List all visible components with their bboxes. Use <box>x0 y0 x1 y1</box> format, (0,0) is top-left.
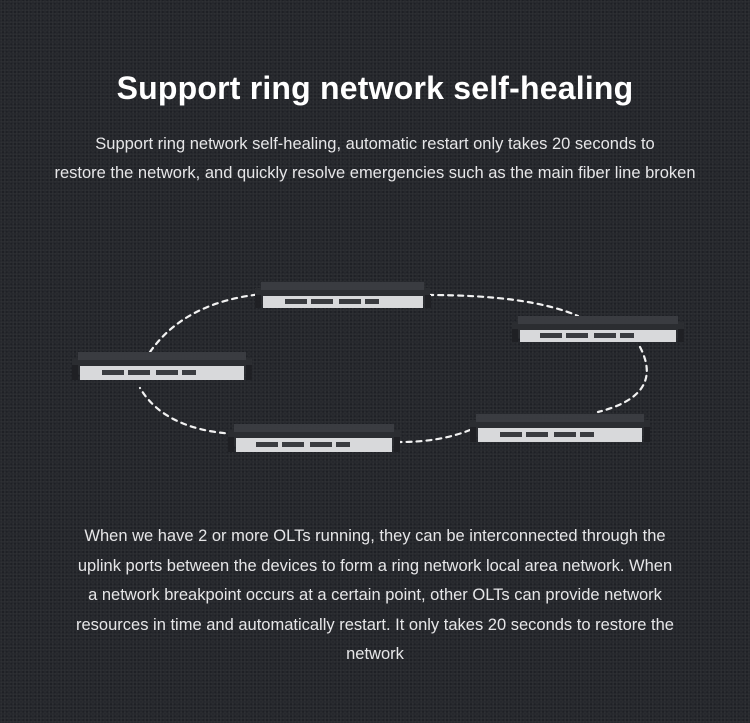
link-top-right <box>426 293 580 318</box>
ring-links <box>138 292 648 444</box>
link-left-top <box>148 292 264 354</box>
intro-line-1: Support ring network self-healing, autom… <box>95 135 655 153</box>
olt-device-top <box>255 282 431 308</box>
olt-device-bottom <box>228 424 400 452</box>
ring-network-diagram <box>72 282 684 452</box>
description-line-1: When we have 2 or more OLTs running, the… <box>84 527 666 545</box>
olt-device-right <box>512 316 684 342</box>
olt-device-bottom-right <box>470 414 650 442</box>
intro-paragraph: Support ring network self-healing, autom… <box>40 130 710 188</box>
link-right-bottomright <box>596 345 648 414</box>
page-title: Support ring network self-healing <box>116 70 634 106</box>
link-bottomright-bottom <box>398 428 472 444</box>
description-line-2: uplink ports between the devices to form… <box>77 556 673 575</box>
olt-device-left <box>72 352 252 380</box>
description-paragraph: When we have 2 or more OLTs running, the… <box>60 522 690 670</box>
description-line-5: network <box>346 645 404 663</box>
intro-line-2: restore the network, and quickly resolve… <box>54 164 696 182</box>
link-bottom-left <box>138 386 237 436</box>
description-line-4: resources in time and automatically rest… <box>76 615 674 634</box>
description-line-3: a network breakpoint occurs at a certain… <box>88 586 662 604</box>
